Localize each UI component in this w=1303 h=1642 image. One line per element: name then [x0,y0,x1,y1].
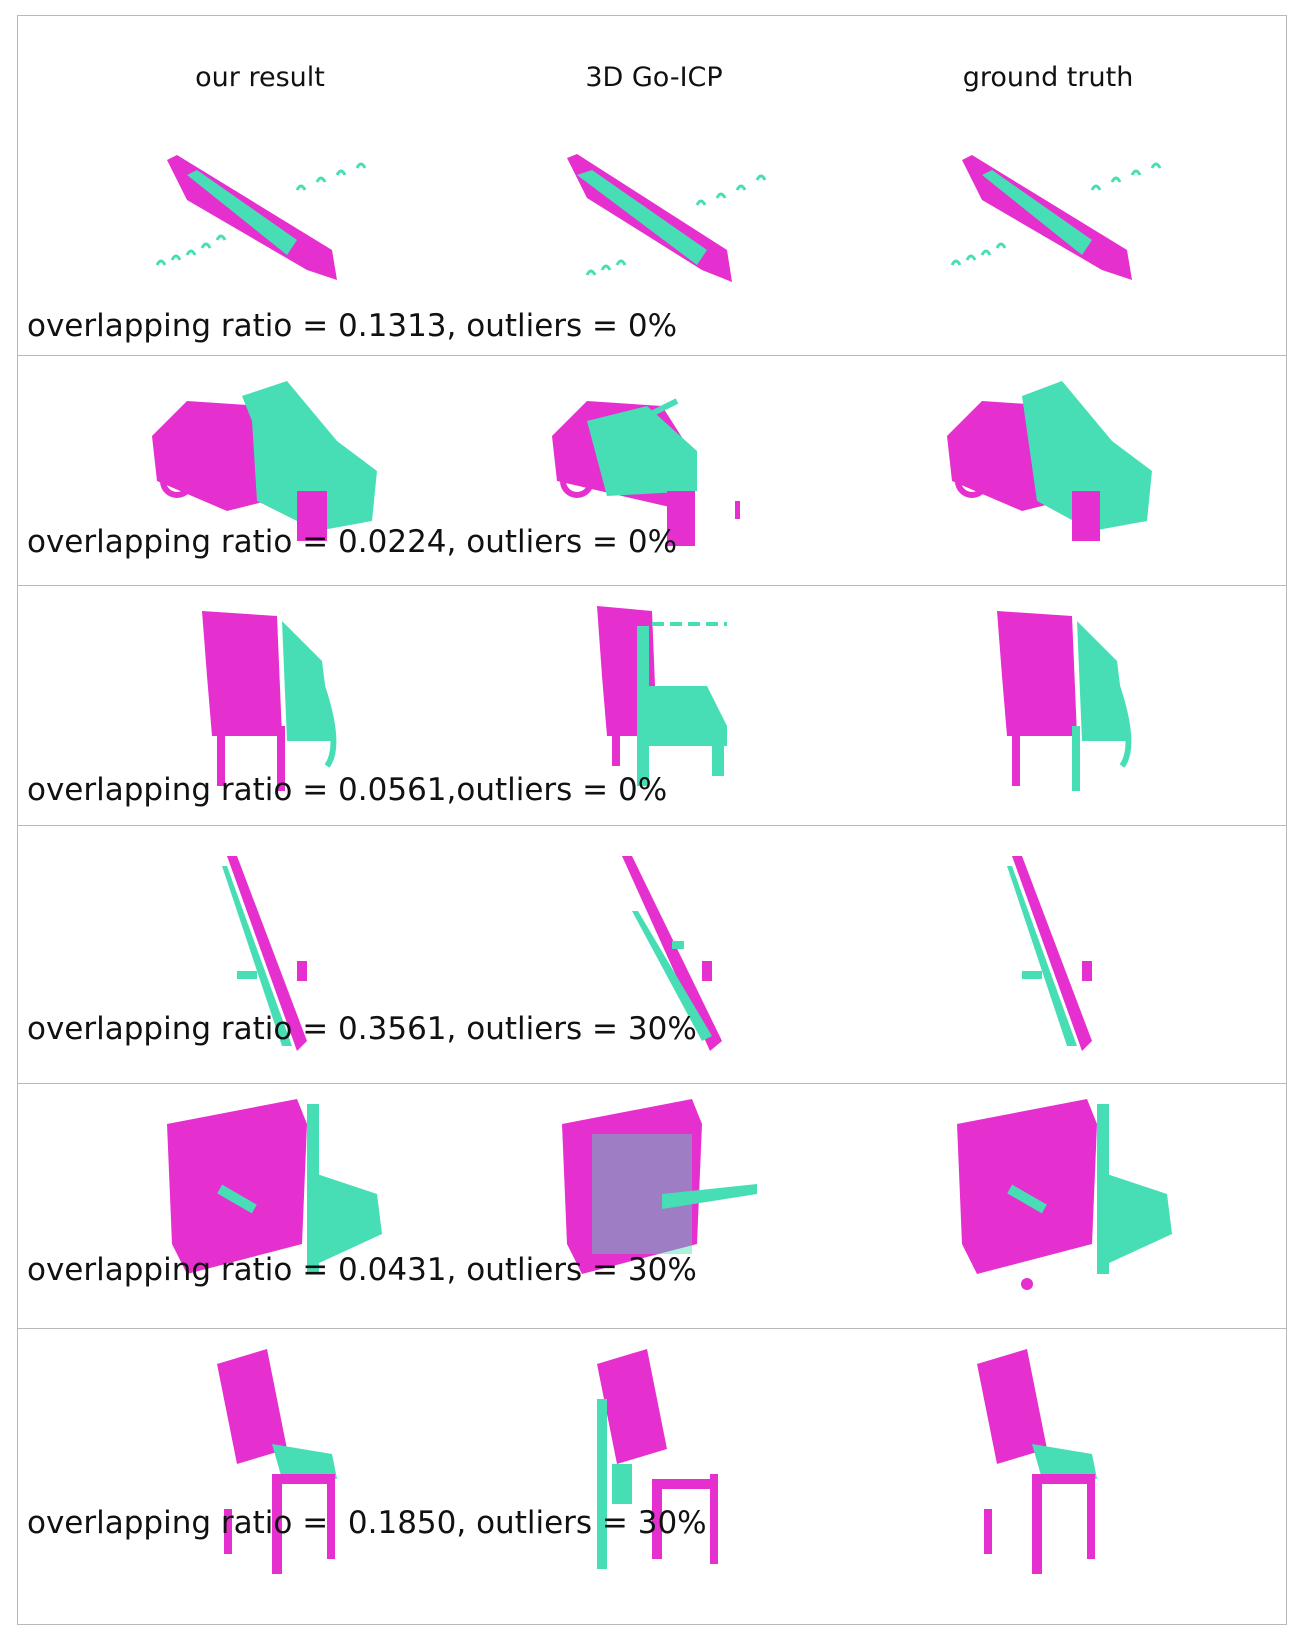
column-header-ground-truth: ground truth [962,62,1134,93]
pointcloud-go-icp-1 [547,130,807,300]
pointcloud-go-icp-5 [552,1094,792,1294]
pointcloud-ground-truth-1 [942,130,1202,300]
pointcloud-our-result-3 [182,606,382,796]
pointcloud-ground-truth-6 [972,1339,1132,1579]
column-header-our-result: our result [195,62,325,93]
row-caption-3: overlapping ratio = 0.0561,outliers = 0% [27,772,668,808]
figure-row-5: overlapping ratio = 0.0431, outliers = 3… [17,1083,1287,1328]
row-caption-4: overlapping ratio = 0.3561, outliers = 3… [27,1011,697,1047]
pointcloud-go-icp-4 [602,851,762,1061]
column-header-go-icp: 3D Go-ICP [585,62,723,93]
pointcloud-our-result-1 [147,130,407,300]
figure-row-4: overlapping ratio = 0.3561, outliers = 3… [17,825,1287,1083]
pointcloud-our-result-4 [197,851,357,1061]
pointcloud-go-icp-6 [592,1339,752,1579]
pointcloud-our-result-2 [147,381,407,551]
row-caption-6: overlapping ratio = 0.1850, outliers = 3… [27,1505,707,1541]
figure-row-1: overlapping ratio = 0.1313, outliers = 0… [17,130,1287,355]
pointcloud-go-icp-3 [577,586,777,796]
figure-row-6: overlapping ratio = 0.1850, outliers = 3… [17,1328,1287,1625]
figure-frame [17,15,1287,1625]
row-caption-1: overlapping ratio = 0.1313, outliers = 0… [27,308,678,344]
pointcloud-go-icp-2 [547,381,807,551]
pointcloud-our-result-6 [212,1339,372,1579]
pointcloud-ground-truth-3 [977,606,1177,796]
row-caption-2: overlapping ratio = 0.0224, outliers = 0… [27,524,678,560]
pointcloud-ground-truth-2 [942,381,1202,551]
figure-row-3: overlapping ratio = 0.0561,outliers = 0% [17,585,1287,825]
pointcloud-our-result-5 [157,1094,397,1294]
pointcloud-ground-truth-5 [947,1094,1187,1294]
pointcloud-ground-truth-4 [982,851,1142,1061]
figure-row-2: overlapping ratio = 0.0224, outliers = 0… [17,355,1287,585]
row-caption-5: overlapping ratio = 0.0431, outliers = 3… [27,1252,697,1288]
